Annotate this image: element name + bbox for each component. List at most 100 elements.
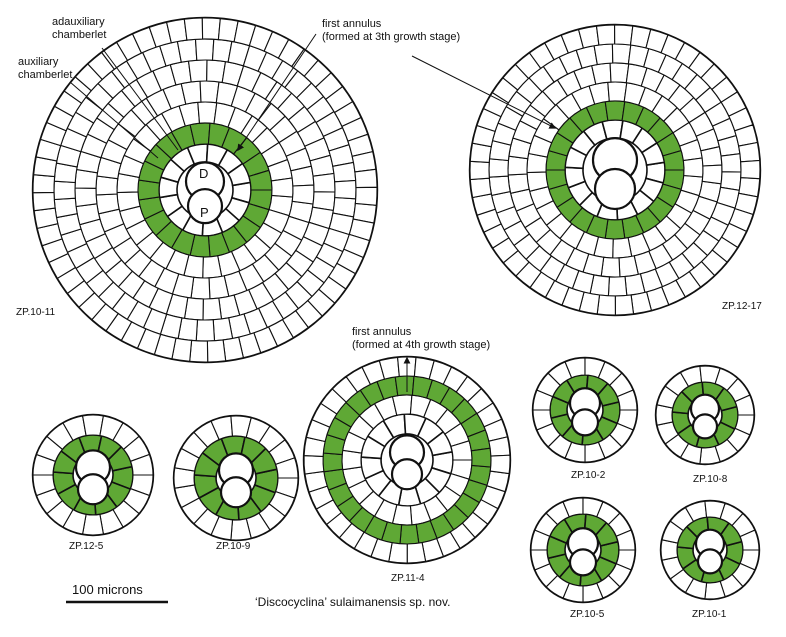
annulus-chamberlet [604, 100, 626, 122]
protoconch [593, 167, 637, 211]
figure-caption: ‘Discocyclina’ sulaimanensis sp. nov. [255, 595, 451, 609]
annulus-chamberlet [399, 523, 420, 545]
first-annulus-3-label: first annulus (formed at 3th growth stag… [322, 18, 460, 44]
chamberlet [609, 62, 630, 84]
chamberlet [614, 294, 635, 316]
first-annulus-4-line2: (formed at 4th growth stage) [352, 339, 491, 351]
protoconch [570, 408, 600, 437]
chamberlet [469, 160, 490, 181]
specimen-label-zp10-5: ZP.10-5 [570, 609, 605, 620]
chamberlet [607, 275, 628, 297]
specimen-label-zp11-4: ZP.11-4 [391, 573, 425, 584]
auxiliary-label-line2: chamberlet [18, 69, 73, 81]
adauxiliary-label-line2: chamberlet [52, 29, 107, 41]
chamberlet [53, 197, 78, 219]
scale-bar-label: 100 microns [72, 582, 143, 597]
protoconch [219, 476, 253, 509]
chamberlet [739, 529, 760, 551]
specimen-zp11-4 [302, 355, 512, 565]
protoconch [568, 548, 598, 577]
annulus3-pointer-left [237, 33, 317, 152]
chamberlet [507, 155, 529, 176]
auxiliary-label: auxiliary chamberlet [18, 56, 72, 82]
chamberlet [212, 317, 234, 342]
specimen-zp10-1 [659, 499, 761, 601]
annulus-chamberlet [604, 218, 626, 240]
protoconch-label: P [200, 205, 209, 220]
specimen-zp10-9 [172, 414, 300, 542]
chamberlet [612, 237, 633, 259]
chamberlet [738, 141, 761, 163]
chamberlet [354, 186, 378, 206]
first-annulus-4-line1: first annulus [352, 326, 412, 338]
chamberlet [189, 339, 209, 363]
chamberlet [206, 339, 227, 363]
chamberlet [489, 454, 511, 475]
first-annulus-3-line1: first annulus [322, 18, 382, 30]
chamberlet [593, 43, 614, 66]
chamberlet [596, 294, 616, 316]
chamberlet [195, 319, 216, 342]
chamberlet [615, 529, 636, 551]
annulus3-pointer-right [411, 55, 557, 129]
chamberlet [183, 17, 204, 41]
chamberlet [53, 180, 76, 201]
chamberlet [201, 17, 221, 41]
adauxiliary-pointer [101, 47, 179, 151]
chamberlet [600, 256, 621, 278]
chamberlet [334, 179, 357, 200]
specimen-zp10-8 [654, 364, 756, 466]
specimen-label-zp10-1: ZP.10-1 [692, 609, 727, 620]
chamberlet [488, 175, 511, 197]
chamberlet [700, 146, 723, 167]
specimen-zp10-2 [531, 356, 639, 464]
specimen-label-zp10-9: ZP.10-9 [216, 541, 251, 552]
chamberlet [488, 158, 509, 178]
adauxiliary-label: adauxiliary chamberlet [52, 16, 106, 42]
chamberlet [595, 24, 616, 46]
specimen-zp10-5 [529, 496, 637, 604]
chamberlet [607, 81, 628, 103]
specimen-label-zp12-5: ZP.12-5 [69, 541, 104, 552]
chamberlet [74, 187, 98, 208]
chamberlet [32, 191, 56, 212]
chamberlet [507, 173, 530, 194]
specimen-label-zp10-11: ZP.10-11 [16, 307, 56, 318]
chamberlet [332, 161, 357, 183]
chamberlet [176, 38, 198, 63]
chamberlet [303, 455, 325, 475]
protoconch [691, 413, 719, 440]
specimen-zp12-17 [468, 23, 762, 317]
chamberlet [682, 157, 704, 178]
chamberlet [740, 159, 761, 180]
auxiliary-label-line1: auxiliary [18, 56, 59, 68]
chamberlet [194, 38, 215, 61]
specimen-zp10-11 [31, 16, 379, 364]
specimen-zp12-5 [31, 413, 155, 537]
specimens-group [31, 16, 762, 604]
specimen-label-zp10-2: ZP.10-2 [571, 470, 606, 481]
first-annulus-3-line2: (formed at 3th growth stage) [322, 31, 461, 43]
annulus-chamberlet [470, 447, 492, 468]
chamberlet [199, 80, 220, 104]
deuteroconch-label: D [199, 166, 209, 181]
specimen-label-zp10-8: ZP.10-8 [693, 474, 728, 485]
chamberlet [616, 389, 638, 411]
chamberlet [32, 174, 56, 194]
chamberlet [129, 453, 154, 476]
chamberlet [312, 172, 336, 193]
specimen-label-zp12-17: ZP.12-17 [722, 301, 762, 312]
chamberlet [190, 276, 211, 300]
chamberlet [469, 177, 492, 199]
chamberlet [614, 24, 634, 46]
chamberlet [275, 457, 299, 479]
chamberlet [202, 255, 223, 279]
chamberlet [720, 153, 742, 173]
annulus-chamberlet [322, 452, 344, 473]
chamberlet [354, 168, 378, 189]
first-annulus-4-label: first annulus (formed at 4th growth stag… [352, 326, 490, 352]
chamberlet [611, 43, 632, 65]
protoconch [76, 473, 110, 506]
chamberlet [618, 255, 639, 278]
